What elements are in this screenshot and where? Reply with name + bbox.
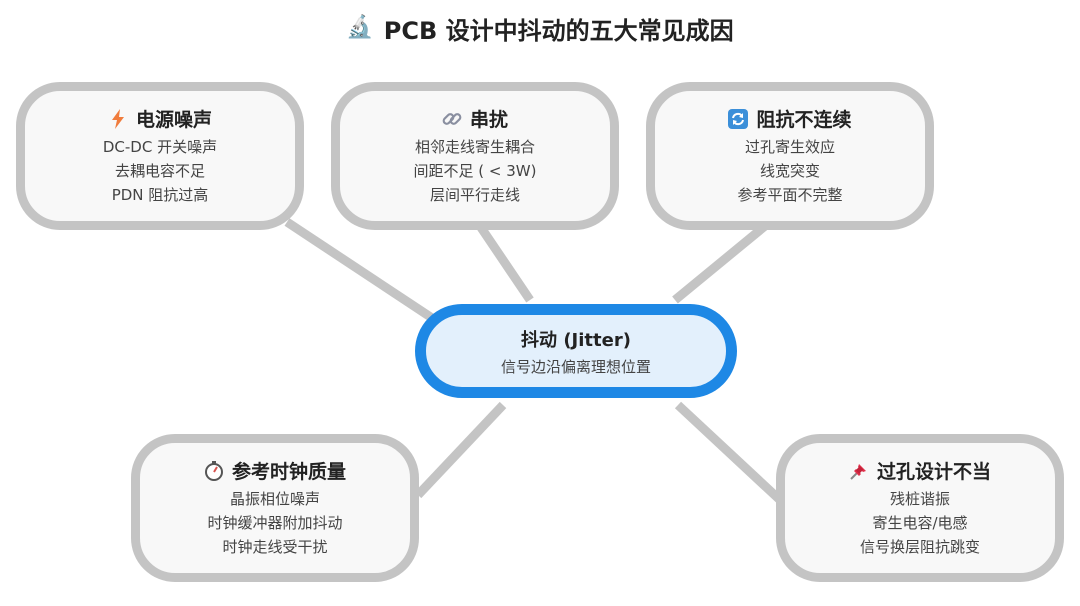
node-title: 电源噪声 <box>135 109 212 131</box>
node-item: 去耦电容不足 <box>114 162 205 180</box>
node-item: 寄生电容/电感 <box>872 514 968 532</box>
node-clock-quality: 参考时钟质量 晶振相位噪声 时钟缓冲器附加抖动 时钟走线受干扰 <box>131 434 419 582</box>
diagram-title: 🔬 PCB 设计中抖动的五大常见成因 <box>0 10 1080 46</box>
node-power-noise: 电源噪声 DC-DC 开关噪声 去耦电容不足 PDN 阻抗过高 <box>16 82 304 230</box>
node-title: 阻抗不连续 <box>756 109 852 131</box>
node-item: 间距不足 ( < 3W) <box>413 162 537 180</box>
link-icon <box>442 109 462 129</box>
connector-impedance <box>672 222 768 304</box>
node-item: PDN 阻抗过高 <box>111 186 209 204</box>
node-item: 相邻走线寄生耦合 <box>414 138 535 156</box>
node-item: 信号换层阻抗跳变 <box>859 538 980 556</box>
node-item: 过孔寄生效应 <box>744 138 835 156</box>
node-item: 残桩谐振 <box>889 490 950 508</box>
node-item: DC-DC 开关噪声 <box>102 138 218 156</box>
node-title: 参考时钟质量 <box>231 461 346 483</box>
node-crosstalk: 串扰 相邻走线寄生耦合 间距不足 ( < 3W) 层间平行走线 <box>331 82 619 230</box>
node-item: 参考平面不完整 <box>737 186 843 204</box>
diagram-title-text: PCB 设计中抖动的五大常见成因 <box>383 16 734 45</box>
central-node-subtitle: 信号边沿偏离理想位置 <box>500 357 651 376</box>
microscope-icon: 🔬 <box>346 15 374 40</box>
refresh-icon <box>728 108 749 129</box>
lightning-icon <box>108 108 128 129</box>
central-node-jitter: 抖动 (Jitter) 信号边沿偏离理想位置 <box>415 304 737 398</box>
connector-via <box>674 401 784 504</box>
node-item: 线宽突变 <box>759 162 820 180</box>
connector-power <box>284 218 435 322</box>
node-item: 时钟缓冲器附加抖动 <box>207 514 343 532</box>
connector-crosstalk <box>476 223 534 303</box>
node-item: 时钟走线受干扰 <box>222 538 328 556</box>
stopwatch-icon <box>204 460 224 481</box>
node-impedance: 阻抗不连续 过孔寄生效应 线宽突变 参考平面不完整 <box>646 82 934 230</box>
connector-clock <box>414 401 507 499</box>
central-node-title: 抖动 (Jitter) <box>521 329 631 351</box>
node-title: 过孔设计不当 <box>876 461 991 483</box>
node-via-design: 过孔设计不当 残桩谐振 寄生电容/电感 信号换层阻抗跳变 <box>776 434 1064 582</box>
pushpin-icon <box>849 461 869 481</box>
node-title: 串扰 <box>469 109 508 131</box>
node-item: 层间平行走线 <box>429 186 520 204</box>
node-item: 晶振相位噪声 <box>229 490 320 508</box>
